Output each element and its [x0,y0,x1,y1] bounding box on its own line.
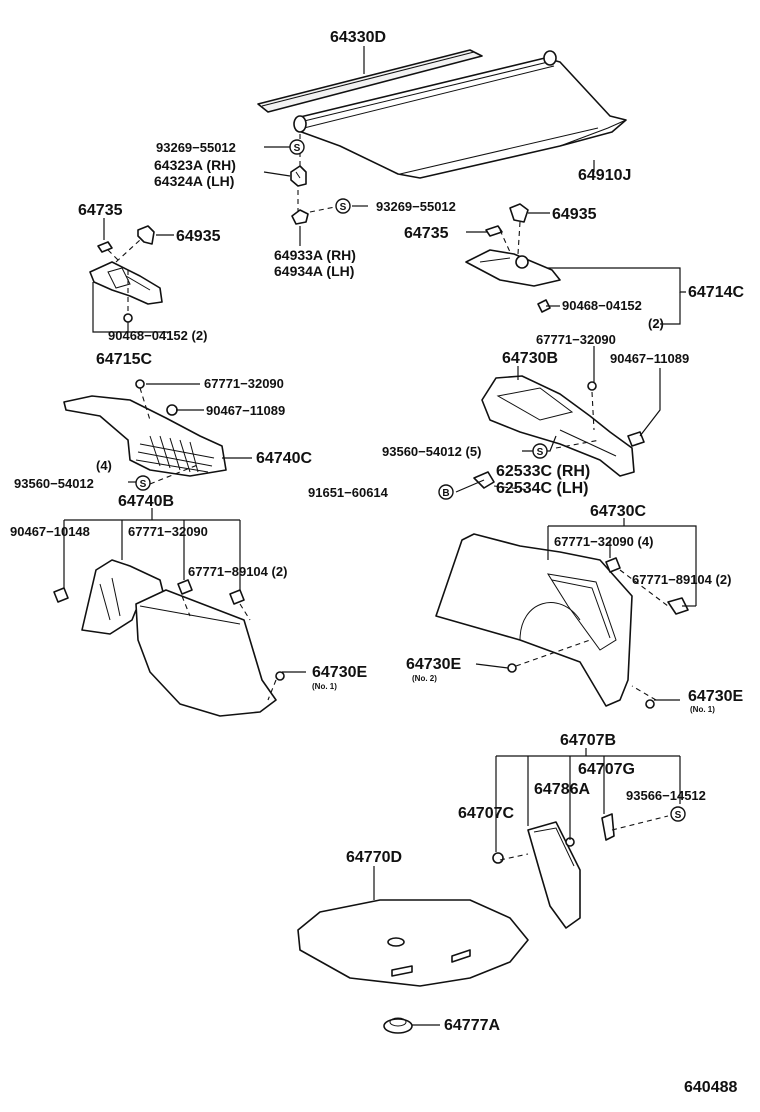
label-64730e-right-no: (No. 1) [690,705,715,714]
label-64910j: 64910J [578,167,631,184]
stopper-64935-left [137,225,155,245]
label-64735-right: 64735 [404,225,449,242]
stopper-64935-right [509,203,529,223]
symbol-b-91651: B [438,484,454,500]
trim-64740b [53,559,285,717]
symbol-s-93269-b: S [335,198,351,214]
label-67771-32090-b: 67771−32090 [128,524,208,539]
bracket-64323a [290,165,307,187]
mat-64770d [297,899,529,987]
label-64330d: 64330D [330,29,386,46]
clip-64735-right [485,225,503,237]
label-91651-60614: 91651−60614 [308,485,389,500]
label-64707c: 64707C [458,805,514,822]
label-64934a-lh: 64934A (LH) [274,263,354,279]
label-93269-55012-b: 93269−55012 [376,199,456,214]
label-62533c-rh: 62533C (RH) [496,463,590,480]
label-64324a-lh: 64324A (LH) [154,173,234,189]
label-64715c: 64715C [96,351,152,368]
label-90468-right-qty: (2) [648,316,664,331]
symbol-s-93269-a: S [289,139,305,155]
label-64730e-left-no: (No. 1) [312,682,337,691]
label-64730e-mid-no: (No. 2) [412,674,437,683]
label-64740c: 64740C [256,450,312,467]
clip-64735-left [97,241,113,253]
label-93269-55012-a: 93269−55012 [156,140,236,155]
label-67771-89104-b: 67771−89104 (2) [188,564,287,579]
label-93566-14512: 93566−14512 [626,788,706,803]
label-90467-11089-a: 90467−11089 [206,403,285,418]
bracket-64715c [89,261,163,323]
label-64730e-right: 64730E [688,688,743,705]
label-64770d: 64770D [346,849,402,866]
bracket-64933a [291,209,309,225]
label-64730b: 64730B [502,350,558,367]
label-67771-32090-e: 67771−32090 (4) [554,534,653,549]
label-93560-54012-right: 93560−54012 (5) [382,444,481,459]
trim-64740c [63,379,227,477]
label-62534c-lh: 62534C (LH) [496,480,588,497]
svg-text:S: S [537,447,544,458]
leader-lines [63,46,697,1026]
label-64707b: 64707B [560,732,616,749]
label-64323a-rh: 64323A (RH) [154,157,236,173]
symbol-s-93560-right: S [532,443,548,459]
label-64777a: 64777A [444,1017,500,1034]
label-90468-04152-left: 90468−04152 (2) [108,328,207,343]
label-90467-11089-c: 90467−11089 [610,351,689,366]
label-64730c: 64730C [590,503,646,520]
label-67771-89104-f: 67771−89104 (2) [632,572,731,587]
label-64935-left: 64935 [176,228,221,245]
label-90468-04152-right: 90468−04152 [562,298,642,313]
label-64735-left: 64735 [78,202,123,219]
label-64730e-mid: 64730E [406,656,461,673]
symbol-s-93566: S [670,806,686,822]
label-67771-32090-a: 67771−32090 [204,376,284,391]
symbol-s-93560-left: S [135,475,151,491]
label-93560-54012-left: 93560−54012 [14,476,94,491]
label-64707g: 64707G [578,761,635,778]
label-qty-4: (4) [96,458,112,473]
label-64714c: 64714C [688,284,744,301]
trim-64730c [435,533,689,709]
bracket-64714c [465,249,561,313]
label-64933a-rh: 64933A (RH) [274,247,356,263]
label-67771-32090-d: 67771−32090 [536,332,616,347]
label-64786a: 64786A [534,781,590,798]
label-64740b: 64740B [118,493,174,510]
svg-text:S: S [140,479,147,490]
dashed-lines [107,134,669,861]
svg-text:S: S [294,143,301,154]
svg-text:S: S [340,202,347,213]
label-90467-10148: 90467−10148 [10,524,90,539]
grommet-64777a [383,1017,413,1034]
diagram-code: 640488 [684,1079,737,1096]
cover-64707c [492,813,615,929]
svg-text:B: B [442,488,449,499]
tonneau-cover-64330d [257,49,627,179]
svg-text:S: S [675,810,682,821]
label-64935-right: 64935 [552,206,597,223]
label-64730e-left: 64730E [312,664,367,681]
